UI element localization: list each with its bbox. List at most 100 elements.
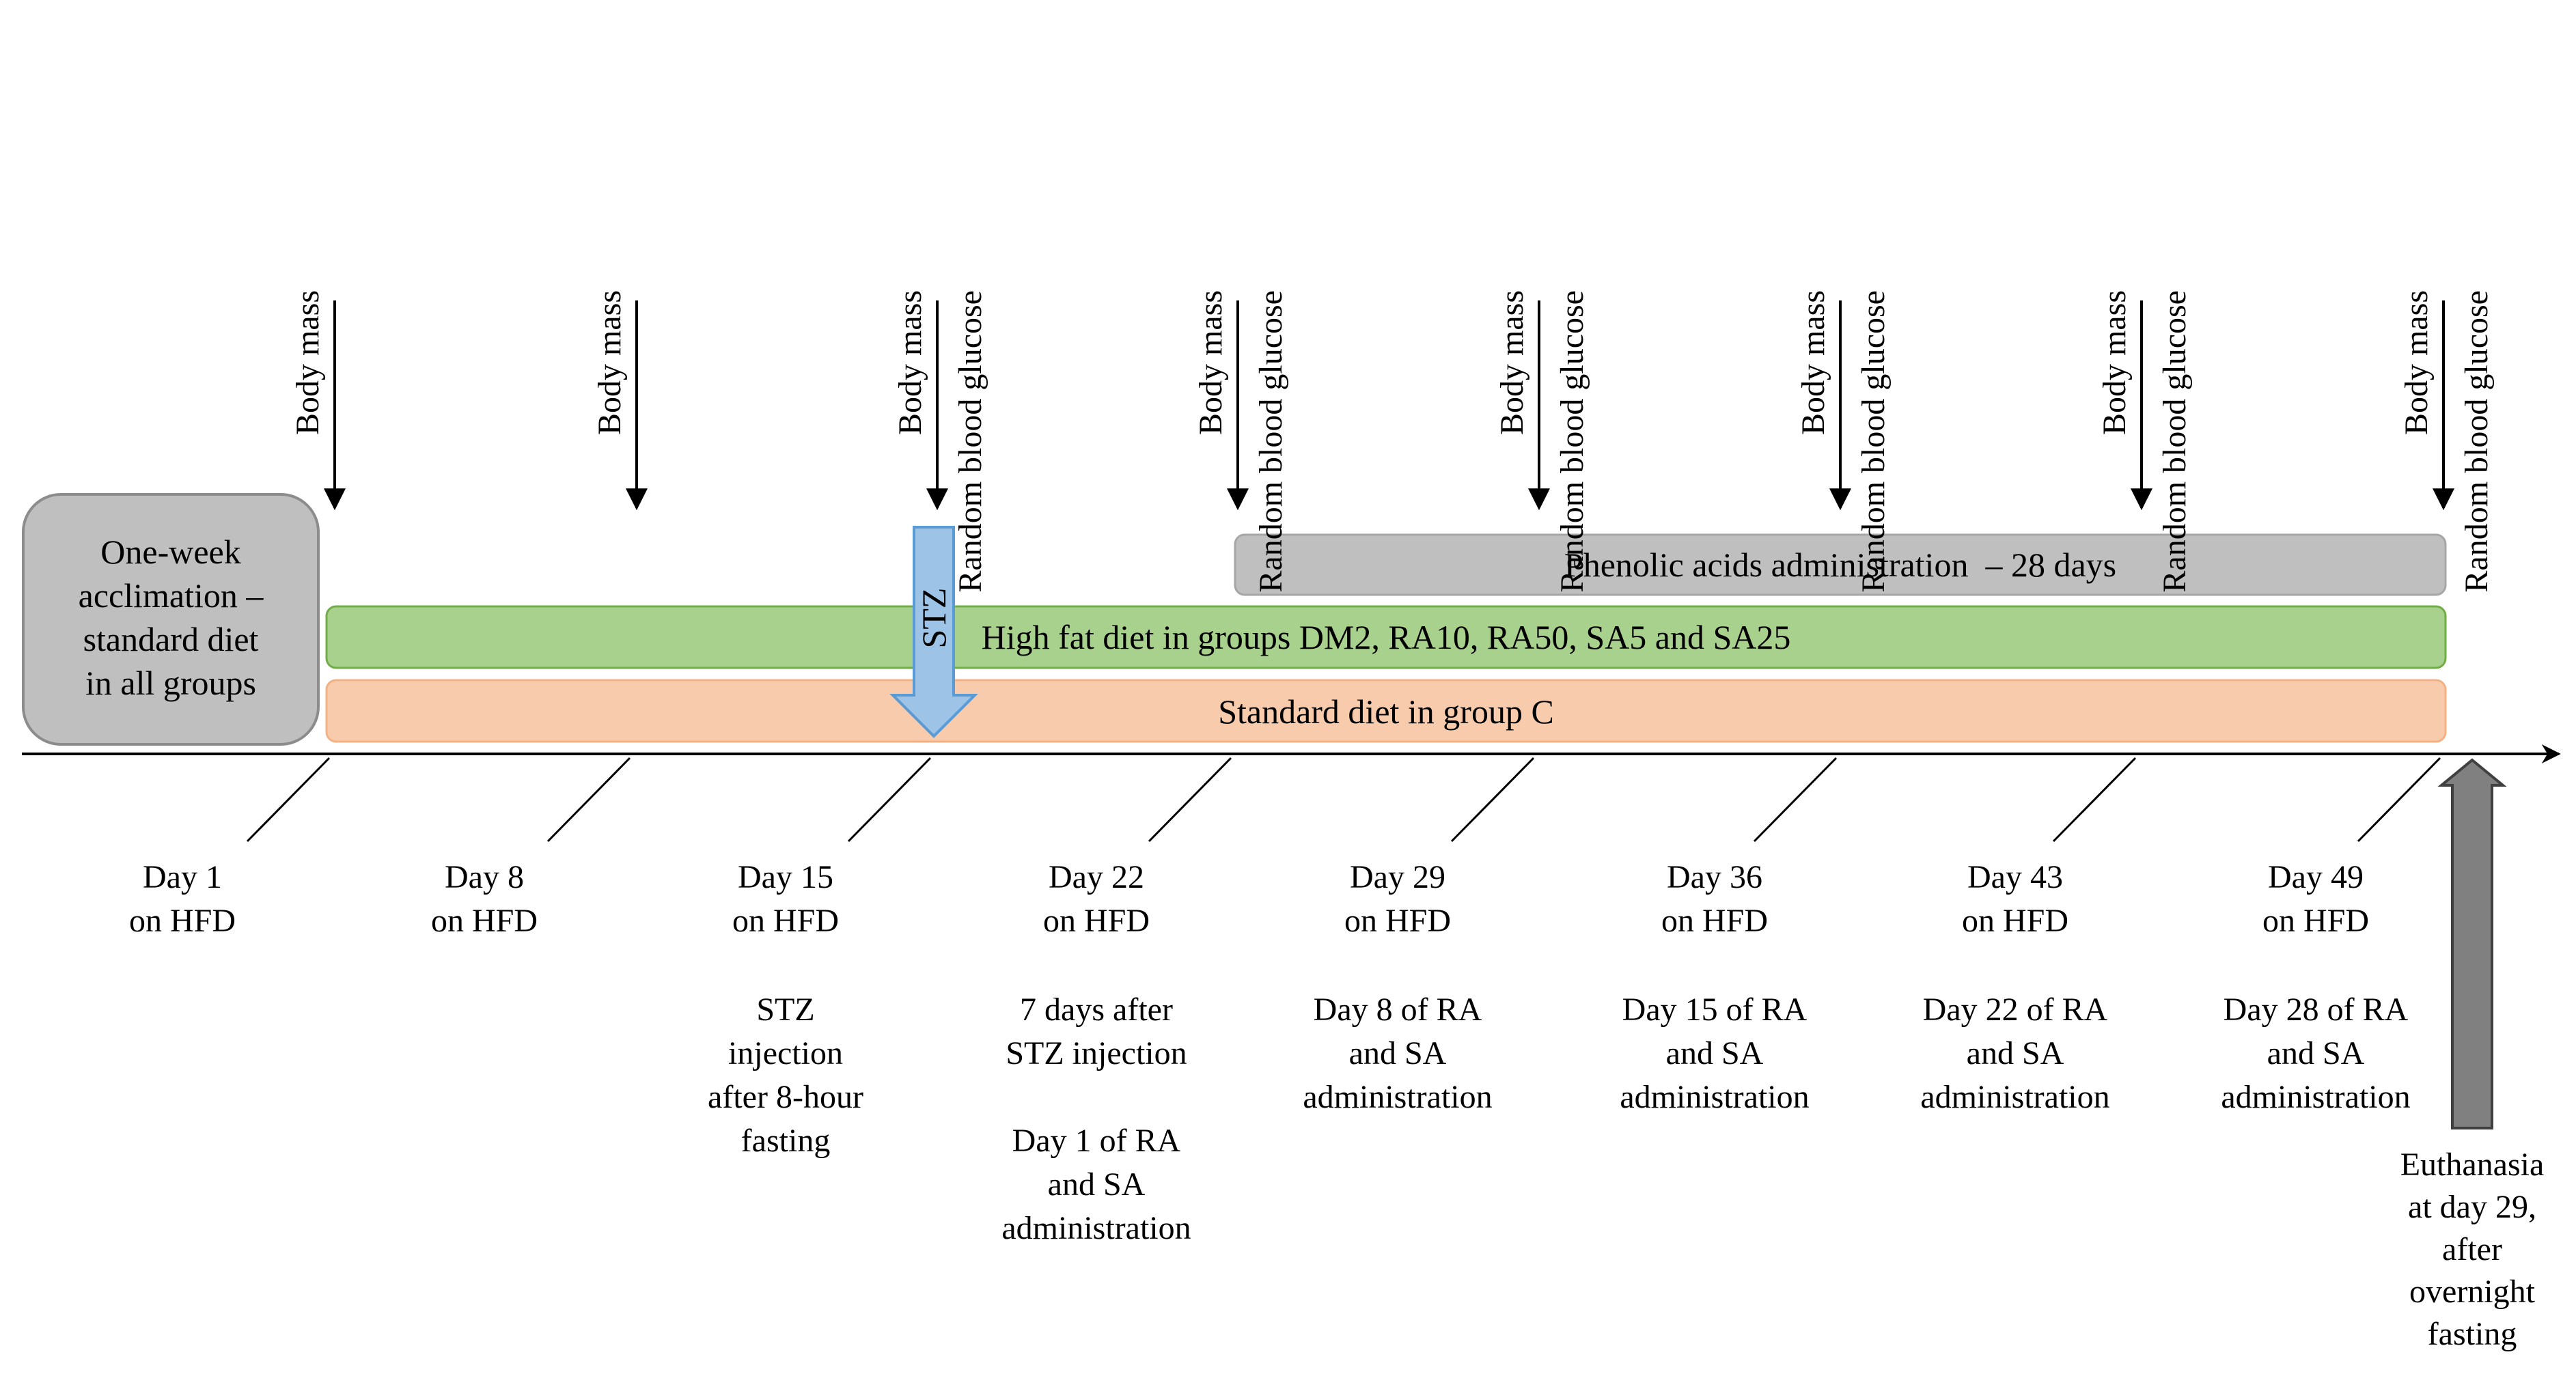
blood-glucose-label: Random blood glucose: [1253, 290, 1289, 593]
day-marker: Day 43 on HFD Day 22 of RA and SA administra…: [1920, 757, 2137, 1115]
acclimation-line-4: in all groups: [85, 664, 256, 702]
acclimation-line-1: One-week: [100, 533, 240, 571]
measurement-point: Body mass Random blood glucose: [892, 290, 988, 593]
measurement-point: Body mass: [290, 290, 346, 511]
standard-diet-bar: Standard diet in group C: [325, 679, 2447, 743]
day-sub-label: on HFD: [2262, 903, 2369, 939]
day-sub-label: on HFD: [431, 903, 538, 939]
stz-injection-arrow: STZ: [889, 526, 978, 738]
standard-diet-bar-shape: [325, 679, 2447, 743]
day-note-line: and SA: [2267, 1035, 2365, 1071]
blood-glucose-label: Random blood glucose: [1855, 290, 1892, 593]
measurement-point: Body mass Random blood glucose: [1193, 290, 1289, 593]
day-sub-label: on HFD: [732, 903, 839, 939]
day-note-line: administration: [1920, 1079, 2109, 1115]
high-fat-diet-label: High fat diet in groups DM2, RA10, RA50,…: [982, 618, 1791, 656]
day-note-line: after 8-hour: [708, 1079, 863, 1115]
day-marker: Day 49 on HFD Day 28 of RA and SA administra…: [2221, 757, 2441, 1115]
day-marker: Day 36 on HFD Day 15 of RA and SA administra…: [1620, 757, 1838, 1115]
day-tick: [1753, 757, 1838, 843]
day-note-line: Day 28 of RA: [2224, 992, 2409, 1028]
measurement-point: Body mass Random blood glucose: [1795, 290, 1892, 593]
day-sub-label: on HFD: [1661, 903, 1768, 939]
blood-glucose-label: Random blood glucose: [952, 290, 988, 593]
day-sub-label: on HFD: [1962, 903, 2068, 939]
euthanasia-arrow: Euthanasia at day 29, after overnight fa…: [2400, 758, 2545, 1352]
day-note-line: injection: [728, 1035, 843, 1071]
euthanasia-line-1: Euthanasia: [2400, 1147, 2545, 1183]
body-mass-label: Body mass: [1494, 290, 1530, 435]
day-note-line: administration: [1620, 1079, 1809, 1115]
day-note-line: administration: [1001, 1210, 1191, 1246]
euthanasia-line-5: fasting: [2428, 1316, 2517, 1352]
euthanasia-line-3: after: [2442, 1231, 2502, 1267]
day-tick: [2357, 757, 2441, 843]
body-mass-label: Body mass: [592, 290, 628, 435]
measurement-points: Body mass Body mass Body mass Random blood …: [290, 290, 2495, 593]
day-label: Day 43: [1967, 859, 2063, 895]
day-marker: Day 1on HFD: [129, 757, 331, 939]
acclimation-box-shape: [22, 493, 320, 746]
day-note-line: and SA: [1048, 1166, 1146, 1203]
body-mass-label: Body mass: [892, 290, 928, 435]
day-note-line: Day 22 of RA: [1923, 992, 2108, 1028]
day-note-line: STZ: [756, 992, 814, 1028]
day-note-line: administration: [1303, 1079, 1492, 1115]
measurement-point: Body mass: [592, 290, 648, 511]
day-tick: [246, 757, 331, 843]
measurement-point: Body mass Random blood glucose: [2096, 290, 2193, 593]
day-marker: Day 8 on HFD: [431, 757, 631, 939]
day-note-line: fasting: [741, 1123, 831, 1159]
euthanasia-line-2: at day 29,: [2408, 1189, 2536, 1225]
day-tick: [847, 757, 932, 843]
body-mass-label: Body mass: [1795, 290, 1831, 435]
day-note-line: and SA: [1349, 1035, 1447, 1071]
day-note-line: Day 15 of RA: [1622, 992, 1808, 1028]
body-mass-label: Body mass: [1193, 290, 1229, 435]
measurement-point: Body mass Random blood glucose: [2398, 290, 2495, 593]
euthanasia-line-4: overnight: [2409, 1274, 2536, 1310]
day-markers: Day 1on HFD Day 8 on HFD Day 15 on HFD STZ inj…: [129, 757, 2441, 1246]
acclimation-line-2: acclimation –: [79, 576, 264, 615]
day-label: Day 8: [445, 859, 524, 895]
day-tick: [2052, 757, 2137, 843]
day-label: Day 29: [1350, 859, 1445, 895]
day-note-line: STZ injection: [1006, 1035, 1187, 1071]
day-label: Day 49: [2268, 859, 2364, 895]
day-sub-label: on HFD: [1344, 903, 1451, 939]
day-note-line: Day 1 of RA: [1012, 1123, 1181, 1159]
high-fat-diet-bar-shape: [325, 605, 2447, 669]
day-label: Day 36: [1667, 859, 1762, 895]
day-label: Day 22: [1049, 859, 1144, 895]
stz-arrow-label: STZ: [915, 588, 953, 649]
day-marker: Day 15 on HFD STZ injection after 8-hour fast…: [708, 757, 932, 1159]
acclimation-line-3: standard diet: [83, 620, 259, 658]
euthanasia-arrow-shape: [2437, 758, 2507, 1129]
day-tick: [1450, 757, 1535, 843]
day-marker: Day 29 on HFD Day 8 of RA and SA administrat…: [1303, 757, 1535, 1115]
phenolic-acids-bar-shape: [1234, 533, 2447, 596]
blood-glucose-label: Random blood glucose: [1554, 290, 1590, 593]
body-mass-label: Body mass: [290, 290, 326, 435]
blood-glucose-label: Random blood glucose: [2459, 290, 2495, 593]
phenolic-acids-label: Phenolic acids administration – 28 days: [1564, 546, 2116, 584]
body-mass-label: Body mass: [2398, 290, 2435, 435]
day-note-line: and SA: [1666, 1035, 1764, 1071]
day-sub-label: on HFD: [1043, 903, 1150, 939]
day-label: Day 15: [738, 859, 833, 895]
blood-glucose-label: Random blood glucose: [2157, 290, 2193, 593]
phenolic-acids-bar: Phenolic acids administration – 28 days: [1234, 533, 2447, 596]
high-fat-diet-bar: High fat diet in groups DM2, RA10, RA50,…: [325, 605, 2447, 669]
day-note-line: administration: [2221, 1079, 2410, 1115]
day-note-line: Day 8 of RA: [1314, 992, 1482, 1028]
standard-diet-label: Standard diet in group C: [1218, 692, 1554, 731]
day-sub-label: on HFD: [129, 903, 236, 939]
day-tick: [546, 757, 631, 843]
day-note-line: and SA: [1967, 1035, 2064, 1071]
acclimation-box: One-week acclimation – standard diet in …: [22, 493, 320, 746]
day-note-line: 7 days after: [1020, 992, 1173, 1028]
body-mass-label: Body mass: [2096, 290, 2133, 435]
measurement-point: Body mass Random blood glucose: [1494, 290, 1590, 593]
